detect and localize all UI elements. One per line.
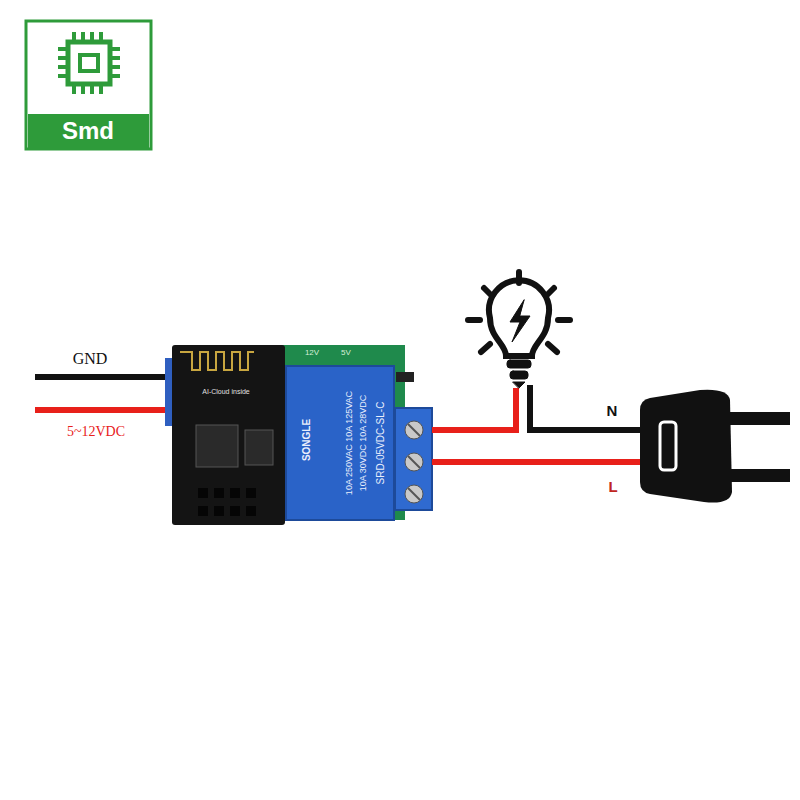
relay-model: SRD-05VDC-SL-C (375, 402, 386, 485)
pin-label: GND (73, 350, 108, 368)
relay-rating: 10A 30VDC 10A 28VDC (359, 395, 369, 492)
wire-label: L (608, 479, 617, 496)
plug-icon (640, 390, 790, 503)
output-terminal (395, 408, 432, 510)
relay (286, 366, 394, 520)
neutral-wire (530, 385, 642, 430)
terminal-screws (405, 421, 423, 503)
power-wire (35, 407, 172, 413)
voltage-label: 5~12VDC (67, 424, 125, 439)
esp01-board (172, 345, 285, 525)
lamp-wire (432, 388, 516, 430)
logo-band (28, 114, 149, 148)
jumper (396, 372, 414, 382)
bulb-icon (468, 272, 570, 388)
relay-brand: SONGLE (301, 419, 312, 461)
esp-chip (196, 425, 238, 467)
pcb (280, 345, 405, 520)
jumper-label: 5V (341, 349, 351, 358)
gnd-wire (35, 374, 172, 380)
live-wire (432, 459, 642, 465)
logo-frame (26, 21, 151, 149)
flash-chip (245, 430, 273, 465)
pcb-antenna (180, 352, 254, 370)
board-label: AI-Cloud inside (202, 388, 249, 396)
jumper-label: 12V (305, 349, 319, 358)
chip-icon (58, 32, 120, 94)
logo-text: Smd (62, 118, 114, 144)
header-pins (198, 488, 256, 516)
wire-label: N (607, 403, 618, 420)
relay-rating: 10A 250VAC 10A 125VAC (345, 391, 355, 495)
